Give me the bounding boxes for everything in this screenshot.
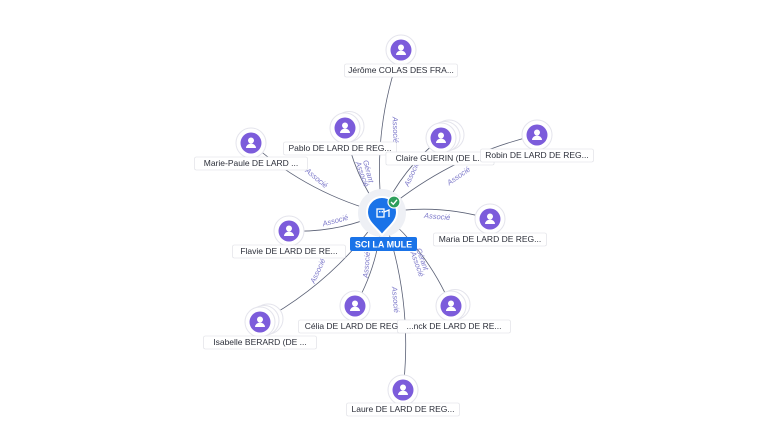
person-node-isabelle[interactable]: Isabelle BERARD (DE ... — [203, 303, 317, 350]
edge-label-maria: Associé — [423, 211, 451, 222]
edge-label-isabelle: Associé — [308, 257, 328, 286]
person-icon — [396, 44, 406, 55]
person-icon — [436, 132, 446, 143]
edge-label-laure: Associé — [390, 285, 401, 313]
person-icon — [255, 316, 265, 327]
node-label: Laure DE LARD DE REG... — [352, 404, 455, 414]
person-node-marie-paule[interactable]: Marie-Paule DE LARD ... — [194, 127, 308, 171]
person-node-franck[interactable]: ...nck DE LARD DE RE... — [397, 289, 511, 334]
person-node-robin[interactable]: Robin DE LARD DE REG... — [480, 119, 594, 163]
building-icon — [376, 208, 390, 218]
node-label-background — [397, 319, 511, 334]
person-node-maria[interactable]: Maria DE LARD DE REG... — [433, 203, 547, 247]
node-label: Robin DE LARD DE REG... — [485, 150, 588, 160]
node-label-background — [346, 402, 460, 417]
person-icon — [446, 300, 456, 311]
node-label: Pablo DE LARD DE REG... — [289, 143, 392, 153]
node-label: ...nck DE LARD DE RE... — [407, 321, 502, 331]
check-icon — [387, 195, 401, 209]
center-node[interactable]: SCI LA MULE — [350, 189, 417, 251]
node-label: Maria DE LARD DE REG... — [439, 234, 542, 244]
node-label: Marie-Paule DE LARD ... — [204, 158, 298, 168]
person-icon — [284, 225, 294, 236]
person-icon — [532, 129, 542, 140]
nodes-layer: Jérôme COLAS DES FRA... Pablo DE LARD DE … — [194, 34, 594, 417]
node-label-background — [283, 141, 397, 156]
node-label: Flavie DE LARD DE RE... — [240, 246, 337, 256]
node-label: Isabelle BERARD (DE ... — [213, 337, 307, 347]
person-node-pablo[interactable]: Pablo DE LARD DE REG... — [283, 111, 397, 156]
person-icon — [398, 384, 408, 395]
person-icon — [485, 213, 495, 224]
person-node-flavie[interactable]: Flavie DE LARD DE RE... — [232, 215, 346, 259]
node-label: Célia DE LARD DE REG... — [305, 321, 406, 331]
edge-label-celia: Associé — [361, 251, 372, 279]
node-label-background — [433, 232, 547, 247]
person-node-claire[interactable]: Claire GUERIN (DE L... — [385, 119, 495, 166]
center-label: SCI LA MULE — [355, 240, 412, 250]
person-icon — [246, 137, 256, 148]
center-label-background — [350, 237, 417, 251]
person-node-jerome[interactable]: Jérôme COLAS DES FRA... — [344, 34, 458, 78]
node-label-background — [480, 148, 594, 163]
node-label-background — [194, 156, 308, 171]
node-label-background — [203, 335, 317, 350]
person-icon — [340, 122, 350, 133]
person-node-laure[interactable]: Laure DE LARD DE REG... — [346, 374, 460, 417]
node-label: Claire GUERIN (DE L... — [396, 153, 485, 163]
edge-label-jerome: Associé — [391, 116, 401, 144]
person-icon — [350, 300, 360, 311]
person-node-celia[interactable]: Célia DE LARD DE REG... — [298, 290, 412, 334]
node-label: Jérôme COLAS DES FRA... — [348, 65, 454, 75]
edge-label-flavie: Associé — [321, 213, 350, 229]
node-label-background — [344, 63, 458, 78]
node-label-background — [232, 244, 346, 259]
